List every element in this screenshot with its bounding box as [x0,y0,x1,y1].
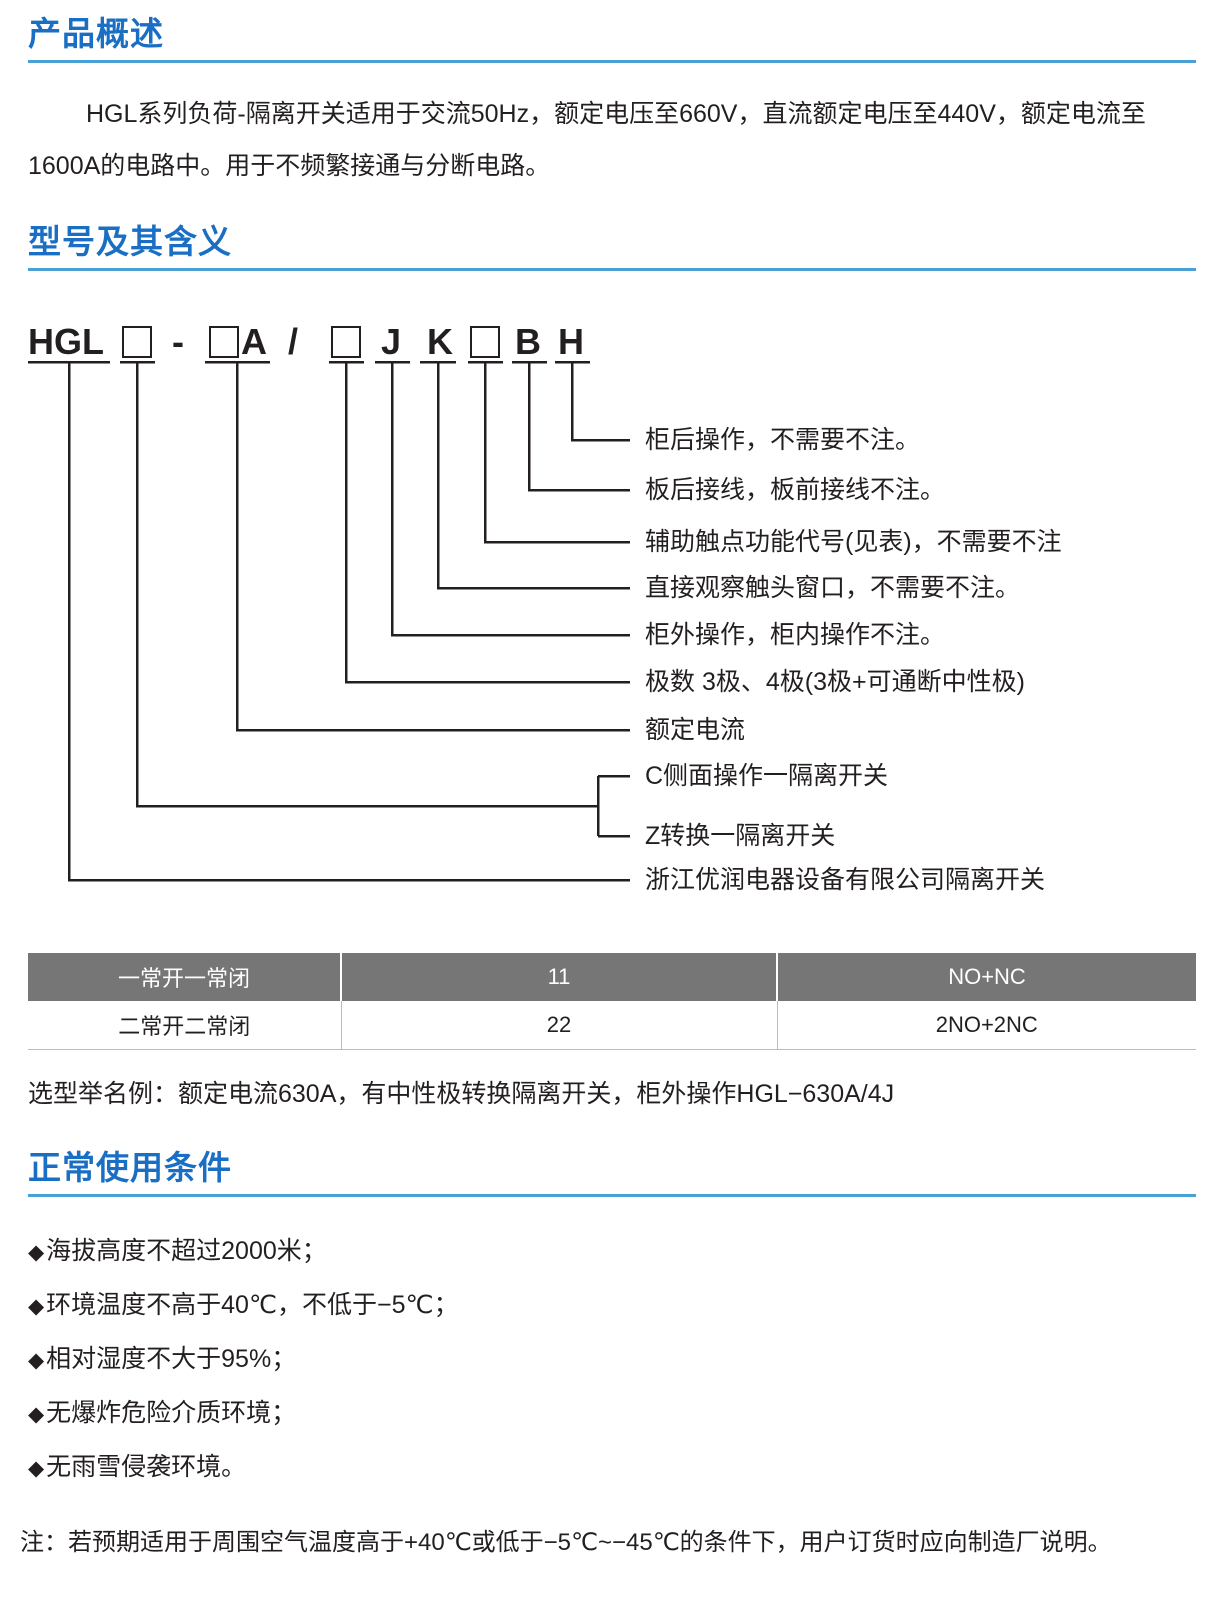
code-element-b: B [515,321,541,362]
code-element-j: J [381,321,402,362]
list-item: ◆海拔高度不超过2000米； [28,1225,1198,1279]
leader-label-rated-current: 额定电流 [645,716,746,744]
table-row: 二常开二常闭 22 2NO+2NC [28,1001,1196,1050]
overview-heading-text: 产品概述 [28,15,164,52]
leader-label-contact-window: 直接观察触头窗口，不需要不注。 [645,574,1021,602]
section-heading-overview: 产品概述 [28,14,1196,63]
leader-label-manufacturer: 浙江优润电器设备有限公司隔离开关 [645,866,1046,894]
overview-heading-rule [28,60,1196,63]
leader-label-outside-cabinet-operation: 柜外操作，柜内操作不注。 [645,621,946,649]
leader-label-rear-cabinet-operation: 柜后操作，不需要不注。 [645,426,921,454]
table-cell-code-1: 11 [341,953,778,1001]
diamond-bullet-icon: ◆ [28,1349,45,1372]
list-item: ◆环境温度不高于40℃，不低于−5℃； [28,1279,1198,1333]
list-item: ◆相对湿度不大于95%； [28,1333,1198,1387]
leader-lines [28,360,630,882]
code-element-h: H [558,321,584,362]
table-cell-designation-2: 2NO+2NC [777,1001,1196,1050]
diamond-bullet-icon: ◆ [28,1295,45,1318]
list-item-label: 相对湿度不大于95%； [46,1345,297,1373]
code-element-box-auxiliary [470,326,500,358]
code-element-box-poles [331,326,361,358]
table-cell-name-2: 二常开二常闭 [28,1001,342,1050]
table-cell-name-1: 一常开一常闭 [28,953,342,1001]
diamond-bullet-icon: ◆ [28,1241,45,1264]
code-element-k: K [427,321,453,362]
list-item-label: 海拔高度不超过2000米； [46,1237,327,1265]
model-heading-rule [28,268,1196,271]
conditions-heading-text: 正常使用条件 [28,1149,232,1186]
table-cell-code-2: 22 [341,1001,778,1050]
model-heading-text: 型号及其含义 [28,223,232,260]
list-item-label: 环境温度不高于40℃，不低于−5℃； [46,1291,459,1319]
leader-label-c-side-operation: C侧面操作一隔离开关 [645,762,889,790]
conditions-list: ◆海拔高度不超过2000米； ◆环境温度不高于40℃，不低于−5℃； ◆相对湿度… [28,1225,1198,1495]
diamond-bullet-icon: ◆ [28,1457,45,1480]
conditions-heading-rule [28,1194,1196,1197]
leader-label-pole-count: 极数 3极、4极(3极+可通断中性极) [645,668,1025,696]
code-element-box-series [122,326,152,358]
code-element-slash: / [288,321,299,362]
overview-paragraph: HGL系列负荷-隔离开关适用于交流50Hz，额定电压至660V，直流额定电压至4… [28,88,1198,192]
code-element-box-current [209,326,239,358]
list-item-label: 无雨雪侵袭环境。 [46,1453,247,1481]
model-code-diagram: HGL - A / J K B H [0,310,1225,910]
table-cell-designation-1: NO+NC [777,953,1196,1001]
diamond-bullet-icon: ◆ [28,1403,45,1426]
footer-note: 注：若预期适用于周围空气温度高于+40℃或低于−5℃~−45℃的条件下，用户订货… [20,1529,1112,1556]
list-item: ◆无雨雪侵袭环境。 [28,1441,1198,1495]
leader-label-rear-board-wiring: 板后接线，板前接线不注。 [645,476,946,504]
list-item-label: 无爆炸危险介质环境； [46,1399,297,1427]
leader-label-auxiliary-contact-code: 辅助触点功能代号(见表)，不需要不注 [645,528,1062,556]
section-heading-conditions: 正常使用条件 [28,1148,1196,1197]
leader-label-z-transfer: Z转换一隔离开关 [645,822,836,850]
selection-example-text: 选型举名例：额定电流630A，有中性极转换隔离开关，柜外操作HGL−630A/4… [28,1080,895,1108]
table-row: 一常开一常闭 11 NO+NC [28,953,1196,1001]
list-item: ◆无爆炸危险介质环境； [28,1387,1198,1441]
code-element-dash: - [172,321,184,362]
auxiliary-contact-table: 一常开一常闭 11 NO+NC 二常开二常闭 22 2NO+2NC [28,953,1196,1050]
overview-paragraph-text: HGL系列负荷-隔离开关适用于交流50Hz，额定电压至660V，直流额定电压至4… [28,100,1146,180]
code-element-a: A [241,321,267,362]
section-heading-model: 型号及其含义 [28,222,1196,271]
code-element-hgl: HGL [28,321,104,362]
